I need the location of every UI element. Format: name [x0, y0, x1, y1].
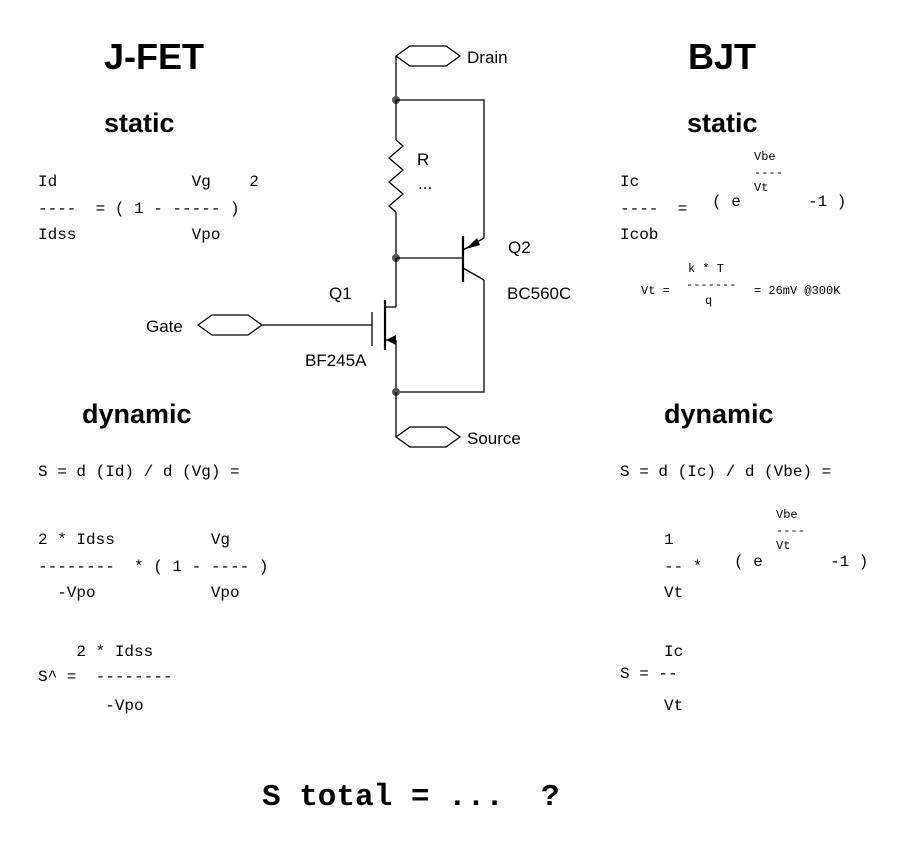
q2-label: Q2: [508, 238, 531, 257]
jfet-static-heading: static: [104, 108, 175, 138]
vt-rhs: = 26mV @300K: [754, 284, 841, 298]
q2-collector: [462, 267, 485, 281]
drain-label: Drain: [467, 48, 508, 67]
bjt-static-icob: Icob: [620, 226, 658, 244]
jfet-dynamic-equation: S = d (Id) / d (Vg) = 2 * Idss Vg ------…: [38, 463, 268, 715]
schematic: Drain R ... Q2 BC560C Q1 BF245A: [146, 45, 571, 448]
q2-emitter-wire: [396, 99, 485, 238]
bjt-dyn-exp-bar: ----: [776, 524, 805, 538]
vt-lhs: Vt =: [641, 284, 670, 298]
jfet-dyn-line3: -Vpo Vpo: [38, 584, 240, 602]
jfet-static-line1: Id Vg 2: [38, 173, 259, 191]
bjt-static-paren-open: ( e: [712, 193, 741, 211]
drain-terminal: [394, 45, 462, 67]
bjt-static-paren-close: -1 ): [808, 193, 846, 211]
resistor-value: ...: [418, 174, 432, 193]
jfet-heading: J-FET: [104, 36, 204, 77]
bjt-s-bar: S = --: [620, 665, 678, 683]
jfet-s-hat-num: 2 * Idss: [38, 643, 153, 661]
vt-bar: -------: [686, 278, 736, 292]
jfet-static-line2: ---- = ( 1 - ----- ): [38, 200, 240, 218]
jfet-dynamic-heading: dynamic: [82, 399, 192, 429]
jfet-s-hat-bar: S^ = --------: [38, 668, 172, 686]
source-terminal: [394, 426, 462, 448]
bjt-s-vt: Vt: [664, 697, 683, 715]
bjt-dynamic-equation: S = d (Ic) / d (Vbe) = Vbe ---- Vt 1 -- …: [620, 463, 868, 715]
bjt-static-equation: Vbe ---- Vt Ic ---- = Icob ( e -1 ) k * …: [620, 150, 846, 308]
bjt-dyn-exp-den: Vt: [776, 539, 790, 553]
q2-collector-wire: [396, 280, 485, 393]
q1-part: BF245A: [305, 351, 367, 370]
bjt-dyn-paren-open: ( e: [734, 553, 763, 571]
bjt-dyn-one: 1: [664, 531, 674, 549]
bjt-static-ic: Ic: [620, 173, 639, 191]
jfet-s-hat-den: -Vpo: [38, 697, 144, 715]
jfet-static-line3: Idss Vpo: [38, 226, 220, 244]
bjt-static-bar: ---- =: [620, 200, 687, 218]
bjt-static-exp-den: Vt: [754, 181, 768, 195]
q1-source-arrow: [386, 335, 396, 345]
resistor-label: R: [417, 150, 429, 169]
jfet-dyn-line1: 2 * Idss Vg: [38, 531, 230, 549]
vt-den: q: [705, 294, 712, 308]
bjt-dyn-vt: Vt: [664, 584, 683, 602]
q2-emitter-arrow: [466, 238, 480, 249]
bjt-dyn-paren-close: -1 ): [830, 553, 868, 571]
jfet-s-definition: S = d (Id) / d (Vg) =: [38, 463, 240, 481]
vt-num: k * T: [688, 262, 724, 276]
bjt-s-definition: S = d (Ic) / d (Vbe) =: [620, 463, 831, 481]
source-label: Source: [467, 429, 521, 448]
bjt-dynamic-heading: dynamic: [664, 399, 774, 429]
q2-part: BC560C: [507, 284, 571, 303]
bjt-s-ic: Ic: [664, 643, 683, 661]
bjt-static-exp-num: Vbe: [754, 150, 776, 164]
jfet-static-equation: Id Vg 2 ---- = ( 1 - ----- ) Idss Vpo: [38, 173, 259, 244]
jfet-dyn-line2: -------- * ( 1 - ---- ): [38, 558, 268, 576]
bjt-heading: BJT: [688, 36, 756, 77]
gate-terminal: [196, 314, 264, 336]
s-total-question: S total = ... ?: [262, 780, 560, 815]
q1-label: Q1: [329, 284, 352, 303]
bjt-dyn-frac-bar: -- *: [664, 558, 702, 576]
bjt-dyn-exp-num: Vbe: [776, 508, 798, 522]
bjt-static-exp-bar: ----: [754, 166, 783, 180]
gate-label: Gate: [146, 317, 183, 336]
bjt-static-heading: static: [687, 108, 758, 138]
resistor-symbol: [388, 139, 404, 213]
